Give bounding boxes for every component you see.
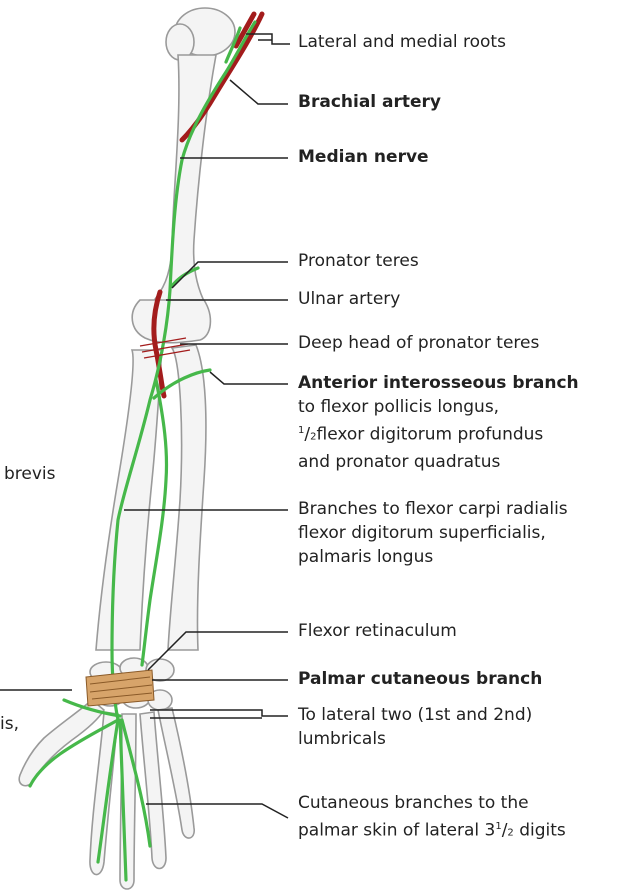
cutaneous-fraction-numerator: 1 xyxy=(495,821,501,832)
index-finger xyxy=(90,712,118,875)
fraction-numerator: 1 xyxy=(298,425,304,436)
lumbricals-line2: lumbricals xyxy=(298,727,532,751)
label-anterior-interosseous: Anterior interosseous branch to flexor p… xyxy=(298,371,579,474)
label-pronator-teres: Pronator teres xyxy=(298,249,419,273)
leader-brachial xyxy=(230,80,288,104)
leader-anterior-interosseous xyxy=(210,372,288,384)
elbow xyxy=(132,300,210,343)
label-brachial-artery: Brachial artery xyxy=(298,90,441,114)
humerus xyxy=(150,55,216,305)
cutaneous-line2-end: digits xyxy=(514,821,566,841)
label-ulnar-artery: Ulnar artery xyxy=(298,287,400,311)
label-deep-head: Deep head of pronator teres xyxy=(298,331,539,355)
anterior-interosseous-line1: to flexor pollicis longus, xyxy=(298,395,579,419)
anterior-interosseous-line2: 1/2flexor digitorum profundus xyxy=(298,419,579,450)
bones xyxy=(19,8,235,889)
ring-finger xyxy=(140,712,166,869)
branches-line2: flexor digitorum superficialis, xyxy=(298,521,568,545)
anterior-interosseous-title: Anterior interosseous branch xyxy=(298,371,579,395)
ulna xyxy=(168,345,206,650)
label-median-nerve: Median nerve xyxy=(298,145,429,169)
branches-line1: Branches to flexor carpi radialis xyxy=(298,497,568,521)
label-cutaneous-digits: Cutaneous branches to the palmar skin of… xyxy=(298,791,566,846)
label-lateral-medial-roots: Lateral and medial roots xyxy=(298,30,506,54)
lumbricals-line1: To lateral two (1st and 2nd) xyxy=(298,703,532,727)
label-left-edge-brevis: brevis xyxy=(4,462,56,486)
cutaneous-line2-text: palmar skin of lateral 3 xyxy=(298,821,495,841)
leader-cutaneous xyxy=(146,804,288,818)
label-palmar-cutaneous: Palmar cutaneous branch xyxy=(298,667,542,691)
label-lumbricals: To lateral two (1st and 2nd) lumbricals xyxy=(298,703,532,751)
cutaneous-line2: palmar skin of lateral 31/2 digits xyxy=(298,815,566,846)
thumb xyxy=(19,700,104,786)
label-flexor-retinaculum: Flexor retinaculum xyxy=(298,619,457,643)
label-left-edge-is: is, xyxy=(0,712,19,736)
cutaneous-line1: Cutaneous branches to the xyxy=(298,791,566,815)
label-branches-flexor: Branches to flexor carpi radialis flexor… xyxy=(298,497,568,569)
branches-line3: palmaris longus xyxy=(298,545,568,569)
anterior-interosseous-line3: and pronator quadratus xyxy=(298,450,579,474)
anterior-interosseous-line2-text: flexor digitorum profundus xyxy=(316,425,543,445)
